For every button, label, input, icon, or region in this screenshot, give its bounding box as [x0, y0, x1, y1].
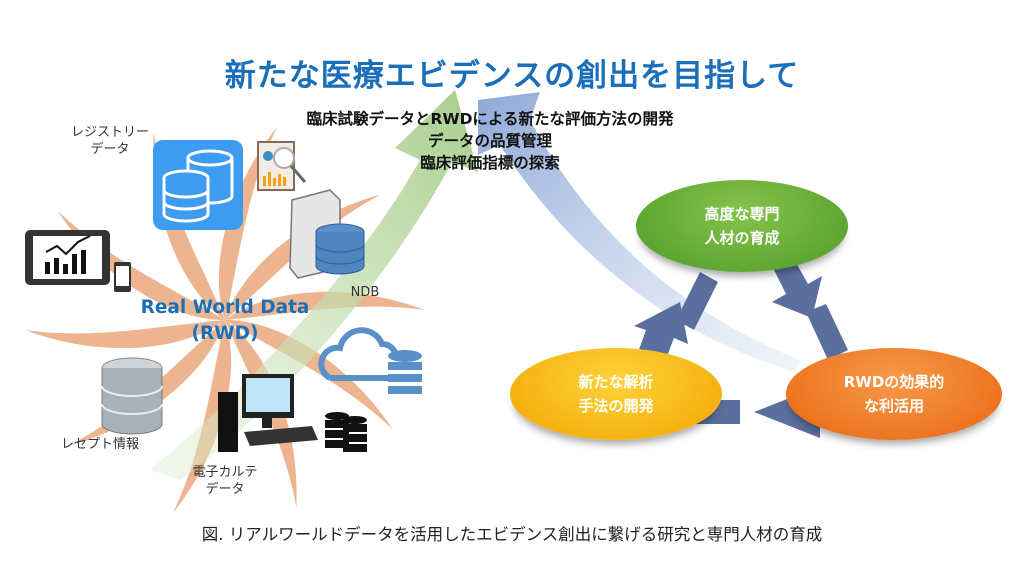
- goal-item: 臨床評価指標の探索: [420, 154, 560, 172]
- node-rwd-utilization: RWDの効果的な利活用: [786, 348, 1002, 440]
- node-text: 人材の育成: [704, 229, 780, 247]
- node-talent-development: 高度な専門人材の育成: [636, 180, 848, 272]
- node-analysis-methods: 新たな解析手法の開発: [510, 348, 722, 440]
- database-pair-icon: [325, 412, 367, 452]
- rwd-hub-line: Real World Data: [140, 297, 310, 318]
- ndb-server-icon: [289, 189, 365, 279]
- rwd-hub-label: Real World Data (RWD): [110, 295, 340, 347]
- arrow-left-to-top: [634, 302, 688, 364]
- green-rising-arrow: [150, 90, 478, 480]
- registry-label-line: データ: [90, 142, 130, 157]
- swirl-petal: [25, 320, 225, 349]
- emr-label-line: データ: [205, 482, 245, 497]
- blue-descending-arrow: [478, 92, 800, 372]
- report-analysis-icon: [257, 141, 307, 191]
- rwd-hub-line: (RWD): [191, 323, 259, 344]
- node-text: 新たな解析: [578, 373, 654, 391]
- receipt-label: レセプト情報: [60, 437, 139, 452]
- goal-item: データの品質管理: [427, 132, 552, 150]
- arrow-top-body: [676, 272, 718, 330]
- emr-label-line: 電子カルテ: [192, 465, 258, 480]
- research-goals: 臨床試験データとRWDによる新たな評価方法の開発 データの品質管理 臨床評価指標…: [220, 108, 760, 174]
- registry-label: レジストリー データ: [60, 124, 160, 158]
- node-text: な利活用: [863, 397, 924, 415]
- node-text: 高度な専門: [704, 205, 780, 223]
- registry-database-icon: [153, 140, 243, 230]
- desktop-computer-icon: [218, 374, 318, 452]
- registry-label-line: レジストリー: [70, 125, 149, 140]
- emr-label: 電子カルテ データ: [175, 464, 275, 498]
- page-title: 新たな医療エビデンスの創出を目指して: [224, 58, 800, 94]
- node-text: RWDの効果的: [843, 373, 945, 391]
- cloud-database-icon: [318, 327, 422, 394]
- figure-caption: 図. リアルワールドデータを活用したエビデンス創出に繋げる研究と専門人材の育成: [201, 525, 823, 544]
- swirl-petal: [172, 320, 232, 514]
- arrow-right-body: [806, 304, 848, 360]
- ndb-label: NDB: [350, 285, 380, 300]
- receipt-database-icon: [101, 357, 163, 435]
- node-text: 手法の開発: [578, 397, 654, 415]
- arrow-top-to-right: [770, 252, 822, 318]
- swirl-petal: [218, 126, 278, 320]
- goal-item: 臨床試験データとRWDによる新たな評価方法の開発: [306, 110, 674, 128]
- tablet-chart-icon: [25, 230, 131, 292]
